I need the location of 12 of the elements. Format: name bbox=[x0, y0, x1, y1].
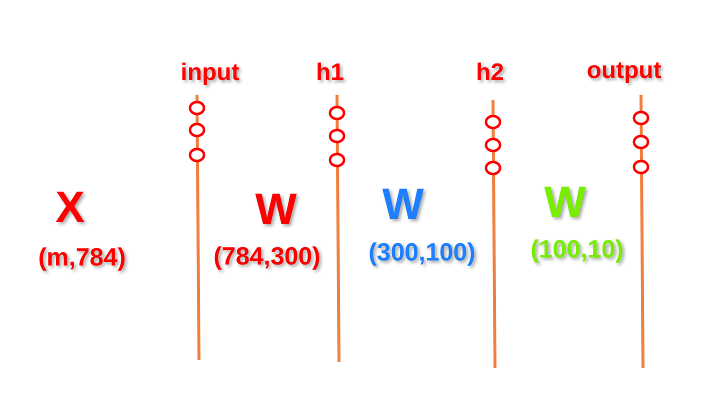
matrix-symbol: W bbox=[544, 178, 586, 228]
matrix-symbol: W bbox=[382, 180, 424, 230]
matrix-symbol: W bbox=[255, 185, 297, 235]
shape-label: (300,100) bbox=[368, 238, 476, 268]
shape-label: (m,784) bbox=[38, 244, 126, 272]
layer-label: input bbox=[180, 59, 240, 87]
shape-label: (100,10) bbox=[530, 236, 624, 264]
layer-label: h1 bbox=[316, 59, 344, 87]
matrix-symbol: X bbox=[55, 183, 85, 233]
layer-label: output bbox=[586, 57, 662, 85]
shape-label: (784,300) bbox=[213, 242, 321, 272]
layer-label: h2 bbox=[476, 59, 504, 87]
